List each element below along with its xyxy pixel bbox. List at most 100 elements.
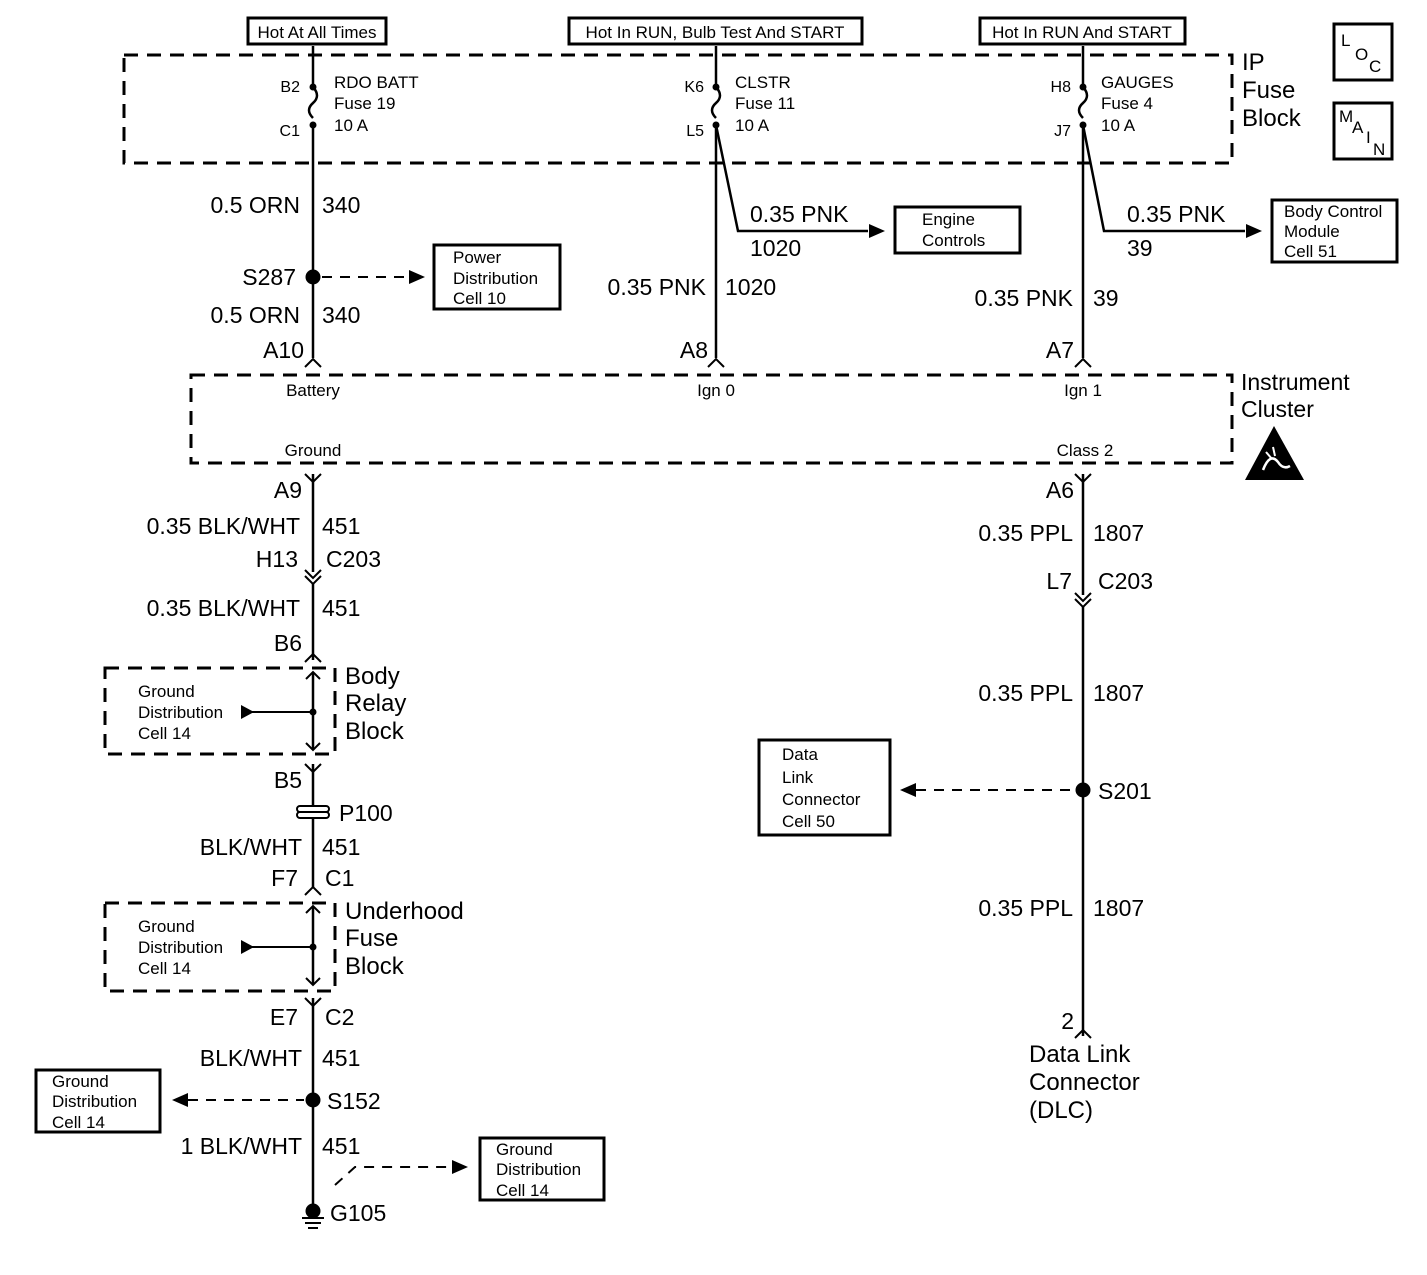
pin-b6: B6	[274, 630, 302, 656]
fuse-19: B2 C1 RDO BATT Fuse 19 10 A	[280, 73, 419, 140]
cluster-battery-terminal: Battery	[286, 381, 340, 400]
cluster-ign1-terminal: Ign 1	[1064, 381, 1102, 400]
fuse-11-out-pin: L5	[686, 123, 704, 140]
connector-c203-left: C203	[326, 546, 381, 572]
esd-warning-icon	[1245, 426, 1304, 480]
svg-text:Power: Power	[453, 248, 502, 267]
pin-l7: L7	[1046, 568, 1072, 594]
wire-451-a-color: 0.35 BLK/WHT	[147, 513, 300, 539]
wire-451-b-color: 0.35 BLK/WHT	[147, 595, 300, 621]
svg-text:Block: Block	[1242, 105, 1302, 132]
svg-text:Block: Block	[345, 953, 405, 980]
g105-ground-distribution-ref[interactable]: Ground Distribution Cell 14	[478, 1136, 606, 1202]
svg-text:Controls: Controls	[922, 231, 985, 250]
cluster-ign0-terminal: Ign 0	[697, 381, 735, 400]
svg-text:Block: Block	[345, 718, 405, 745]
wire-39-number: 39	[1093, 285, 1119, 311]
svg-text:N: N	[1373, 140, 1385, 159]
svg-text:Link: Link	[782, 768, 814, 787]
fuse-4-in-pin: H8	[1051, 79, 1072, 96]
svg-text:Distribution: Distribution	[52, 1092, 137, 1111]
wire-451-d-color: BLK/WHT	[200, 1045, 302, 1071]
svg-text:Body Control: Body Control	[1284, 202, 1382, 221]
svg-text:Hot In RUN And START: Hot In RUN And START	[992, 23, 1172, 42]
circuit-340: 0.5 ORN 340 S287 0.5 ORN 340 A10	[211, 46, 425, 368]
body-relay-block-outline	[103, 666, 337, 756]
wire-1807-a-number: 1807	[1093, 520, 1144, 546]
splice-s201: S201	[1098, 778, 1152, 804]
branch-1020-color: 0.35 PNK	[750, 201, 849, 227]
fuse-4-number: Fuse 4	[1101, 94, 1153, 113]
svg-text:I: I	[1366, 128, 1371, 147]
svg-text:Cell 10: Cell 10	[453, 289, 506, 308]
svg-text:Connector: Connector	[1029, 1069, 1140, 1096]
splice-s201-dot	[1075, 782, 1091, 798]
svg-text:Cell 14: Cell 14	[52, 1113, 105, 1132]
data-path: A6 0.35 PPL 1807 L7 C203 0.35 PPL 1807 S…	[900, 473, 1153, 1124]
ground-g105: G105	[330, 1200, 386, 1226]
svg-text:M: M	[1339, 107, 1353, 126]
svg-text:Fuse: Fuse	[1242, 77, 1295, 104]
connector-c1: C1	[325, 865, 354, 891]
underhood-fuse-block-label: Underhood	[345, 898, 464, 925]
instrument-cluster: Instrument Cluster Battery Ign 0 Ign 1 G…	[189, 369, 1350, 465]
fuse-19-number: Fuse 19	[334, 94, 395, 113]
ground-path: A9 0.35 BLK/WHT 451 H13 C203 0.35 BLK/WH…	[103, 473, 468, 1229]
fuse-19-out-pin: C1	[280, 123, 301, 140]
s152-ground-distribution-ref[interactable]: Ground Distribution Cell 14	[34, 1068, 162, 1134]
ip-fuse-block: IP Fuse Block	[122, 49, 1302, 165]
svg-text:IP: IP	[1242, 49, 1265, 76]
svg-text:L: L	[1341, 31, 1350, 50]
loc-legend-box[interactable]: L O C	[1332, 22, 1394, 82]
power-label-hot-at-all-times: Hot At All Times	[246, 16, 388, 46]
pin-f7: F7	[271, 865, 298, 891]
engine-controls-ref[interactable]: Engine Controls	[893, 205, 1022, 255]
power-distribution-ref[interactable]: Power Distribution Cell 10	[432, 243, 562, 311]
circuit-1020: 0.35 PNK 1020 0.35 PNK 1020 A8	[608, 46, 885, 368]
wire-1807-b-number: 1807	[1093, 680, 1144, 706]
dlc-pin-2: 2	[1061, 1008, 1074, 1034]
svg-text:(DLC): (DLC)	[1029, 1097, 1093, 1124]
fuse-4: H8 J7 GAUGES Fuse 4 10 A	[1051, 73, 1174, 140]
p100: P100	[339, 800, 393, 826]
connector-c203-right: C203	[1098, 568, 1153, 594]
wire-1807-c-number: 1807	[1093, 895, 1144, 921]
svg-text:Connector: Connector	[782, 790, 861, 809]
splice-s152: S152	[327, 1088, 381, 1114]
splice-s287: S287	[242, 264, 296, 290]
wire-340-b-color: 0.5 ORN	[211, 302, 300, 328]
pin-b5: B5	[274, 767, 302, 793]
svg-text:Cell 14: Cell 14	[138, 959, 191, 978]
body-control-module-ref[interactable]: Body Control Module Cell 51	[1270, 198, 1399, 264]
svg-text:Relay: Relay	[345, 690, 406, 717]
wire-340-a-number: 340	[322, 192, 360, 218]
wire-451-c-number: 451	[322, 834, 360, 860]
pin-a7: A7	[1046, 337, 1074, 363]
fuse-11-in-pin: K6	[684, 79, 704, 96]
underhood-fuse-block-outline	[103, 901, 337, 993]
data-link-connector-ref[interactable]: Data Link Connector Cell 50	[757, 738, 892, 837]
svg-text:Distribution: Distribution	[138, 938, 223, 957]
pin-a10: A10	[263, 337, 304, 363]
fuse-11: K6 L5 CLSTR Fuse 11 10 A	[684, 73, 795, 140]
svg-text:Ground: Ground	[138, 682, 195, 701]
svg-text:Fuse: Fuse	[345, 925, 398, 952]
svg-text:Module: Module	[1284, 222, 1340, 241]
wire-451-c-color: BLK/WHT	[200, 834, 302, 860]
dlc-label: Data Link	[1029, 1041, 1131, 1068]
svg-text:Cell 14: Cell 14	[496, 1181, 549, 1200]
fuse-4-rating: 10 A	[1101, 116, 1136, 135]
main-legend-box[interactable]: M A I N	[1332, 101, 1394, 161]
svg-text:O: O	[1355, 45, 1368, 64]
wire-1020-color: 0.35 PNK	[608, 274, 707, 300]
splice-s287-dot	[305, 269, 321, 285]
svg-text:Ground: Ground	[52, 1072, 109, 1091]
svg-text:Ground: Ground	[496, 1140, 553, 1159]
cluster-class2-terminal: Class 2	[1057, 441, 1114, 460]
svg-text:Distribution: Distribution	[138, 703, 223, 722]
pin-a6: A6	[1046, 477, 1074, 503]
svg-text:A: A	[1352, 118, 1364, 137]
wire-1020-number: 1020	[725, 274, 776, 300]
